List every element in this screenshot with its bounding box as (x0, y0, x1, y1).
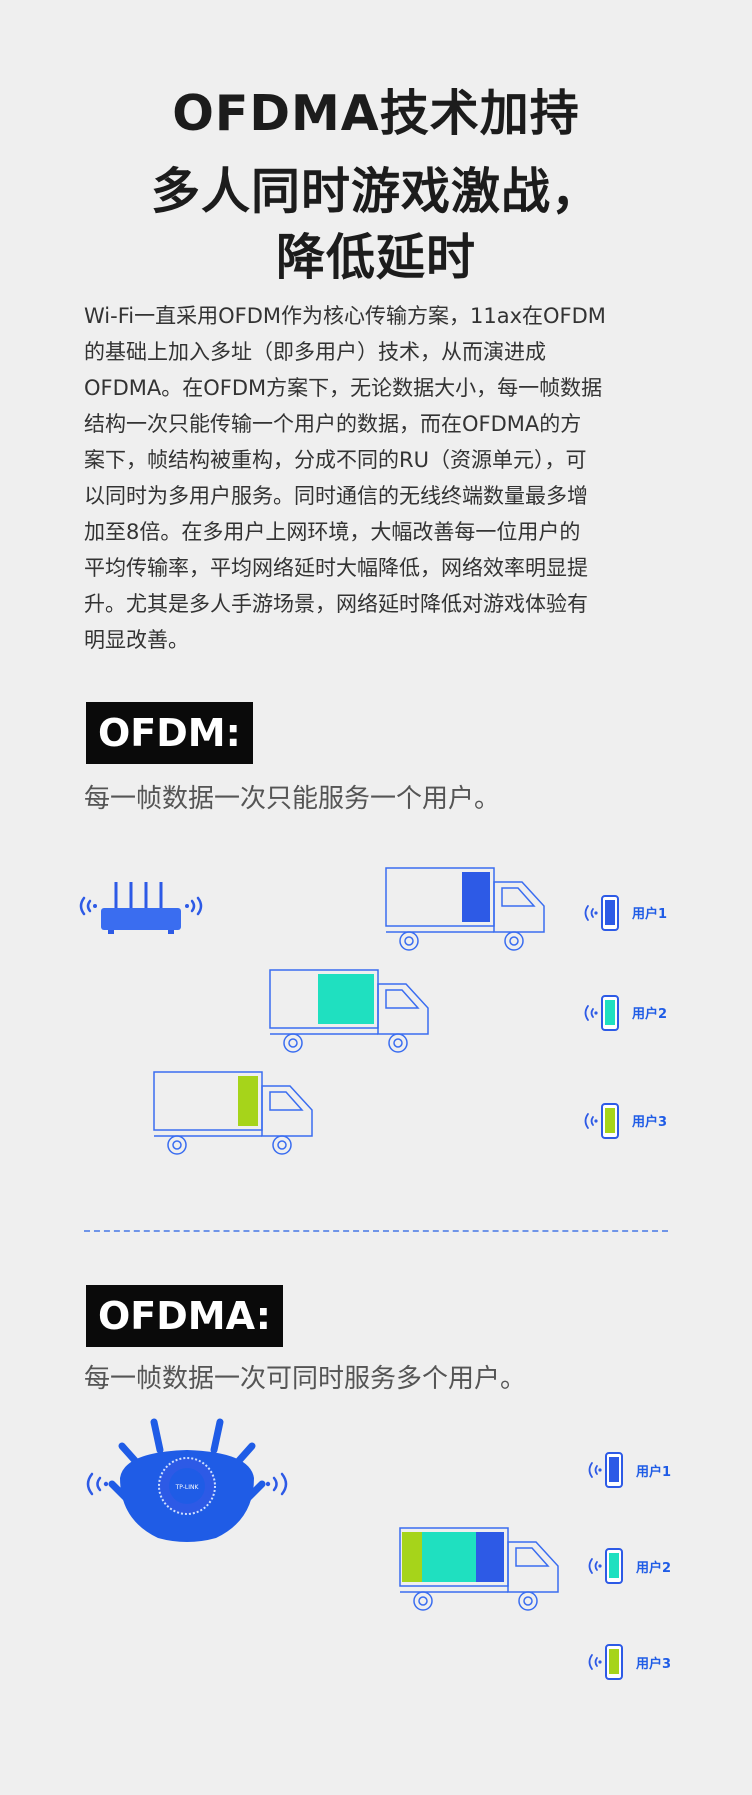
user-label-1: 用户1 (632, 907, 668, 922)
phone-icon-user2 (584, 995, 619, 1031)
phone-icon-ofdma-user1 (588, 1452, 623, 1488)
ofdma-user-label-3: 用户3 (636, 1657, 672, 1672)
truck-user1 (385, 867, 545, 951)
phone-icon-user1 (584, 895, 619, 931)
title-line-2: 多人同时游戏激战， (150, 163, 601, 220)
ofdma-subtitle: 每一帧数据一次可同时服务多个用户。 (84, 1364, 527, 1394)
wifi6-router-icon: TP-LINK (86, 1418, 288, 1542)
truck-user3 (153, 1071, 313, 1155)
section-divider (84, 1230, 668, 1232)
ofdma-user-label-1: 用户1 (636, 1465, 672, 1480)
phone-icon-user3 (584, 1103, 619, 1139)
user-label-2: 用户2 (632, 1007, 668, 1022)
ofdm-subtitle: 每一帧数据一次只能服务一个用户。 (84, 784, 501, 814)
router-icon (79, 882, 203, 934)
description-paragraph: Wi-Fi一直采用OFDM作为核心传输方案，11ax在OFDM 的基础上加入多址… (84, 304, 606, 652)
phone-icon-ofdma-user3 (588, 1644, 623, 1680)
ofdma-user-label-2: 用户2 (636, 1561, 672, 1576)
title-line-1: OFDMA技术加持 (172, 85, 580, 142)
truck-multi-user (399, 1527, 559, 1611)
title-line-3: 降低延时 (275, 229, 476, 286)
router-brand-text: TP-LINK (175, 1484, 200, 1491)
phone-icon-ofdma-user2 (588, 1548, 623, 1584)
ofdma-label: OFDMA: (86, 1285, 283, 1347)
truck-user2 (269, 969, 429, 1053)
ofdm-label: OFDM: (86, 702, 253, 764)
user-label-3: 用户3 (632, 1115, 668, 1130)
